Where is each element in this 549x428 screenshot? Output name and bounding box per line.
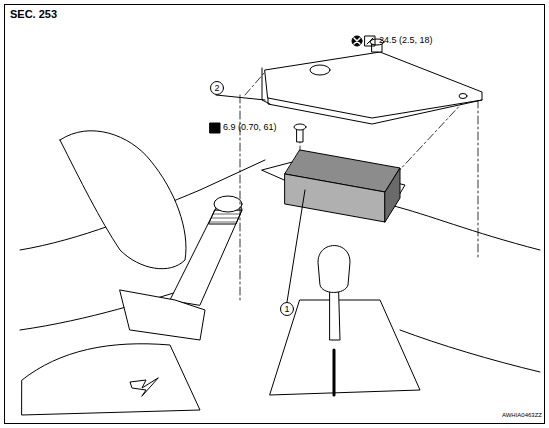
torque-icon bbox=[210, 123, 220, 133]
shift-knob bbox=[318, 246, 350, 293]
lever-knob bbox=[214, 196, 242, 212]
replace-icon bbox=[352, 36, 362, 46]
lever-base bbox=[120, 290, 205, 340]
front-arrow bbox=[130, 378, 158, 396]
seat bbox=[60, 131, 186, 269]
phantom-line bbox=[478, 100, 479, 260]
bracket bbox=[265, 52, 482, 118]
bolt-head bbox=[294, 124, 306, 130]
frame bbox=[5, 5, 545, 424]
callout-circle bbox=[281, 303, 294, 316]
shift-gate bbox=[333, 350, 336, 395]
unit-front bbox=[285, 174, 385, 222]
shifter-boot bbox=[270, 300, 420, 395]
torque-spec: 24.5 (2.5, 18) bbox=[379, 36, 433, 45]
section-number: SEC. 253 bbox=[10, 9, 57, 20]
floor-line bbox=[400, 330, 540, 372]
unit-side bbox=[385, 168, 400, 222]
bracket-edge bbox=[268, 98, 482, 124]
leader-line bbox=[216, 95, 265, 100]
figure-id: AWHIA0463ZZ bbox=[502, 412, 542, 418]
callout-number: 2 bbox=[214, 84, 219, 93]
seat-cushion bbox=[22, 344, 200, 415]
parking-brake-lever bbox=[170, 199, 242, 305]
bracket-hole bbox=[459, 94, 467, 99]
callout-number: 1 bbox=[284, 305, 289, 314]
bracket-slot bbox=[310, 65, 330, 75]
leader-line bbox=[287, 190, 305, 302]
callout-circle bbox=[211, 82, 224, 95]
torque-icon bbox=[365, 36, 375, 46]
bracket-flange bbox=[262, 68, 270, 104]
torque-spec: 6.9 (0.70, 61) bbox=[223, 123, 277, 132]
console-edge bbox=[390, 205, 540, 250]
